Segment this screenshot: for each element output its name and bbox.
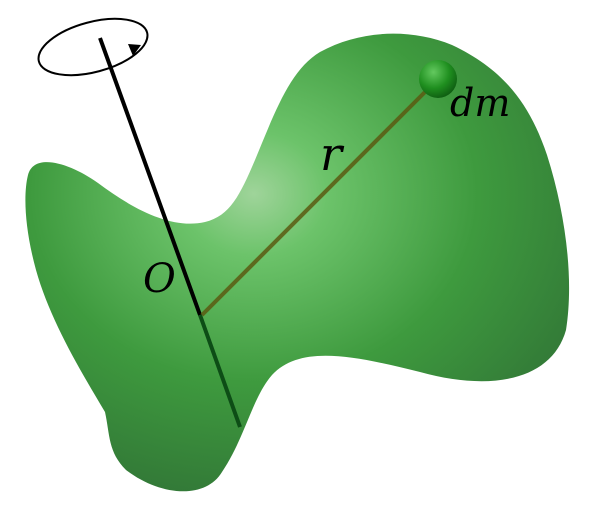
rigid-body-shape — [25, 33, 570, 492]
mass-element-label: dm — [450, 81, 510, 125]
radius-vector — [200, 78, 439, 317]
rotation-axis-lower — [198, 314, 242, 428]
rotation-arrow-icon — [37, 17, 149, 77]
rotation-axis-upper — [98, 37, 202, 316]
radius-label: r — [320, 127, 345, 181]
origin-label: O — [143, 256, 176, 302]
mass-element-dot — [419, 60, 457, 98]
